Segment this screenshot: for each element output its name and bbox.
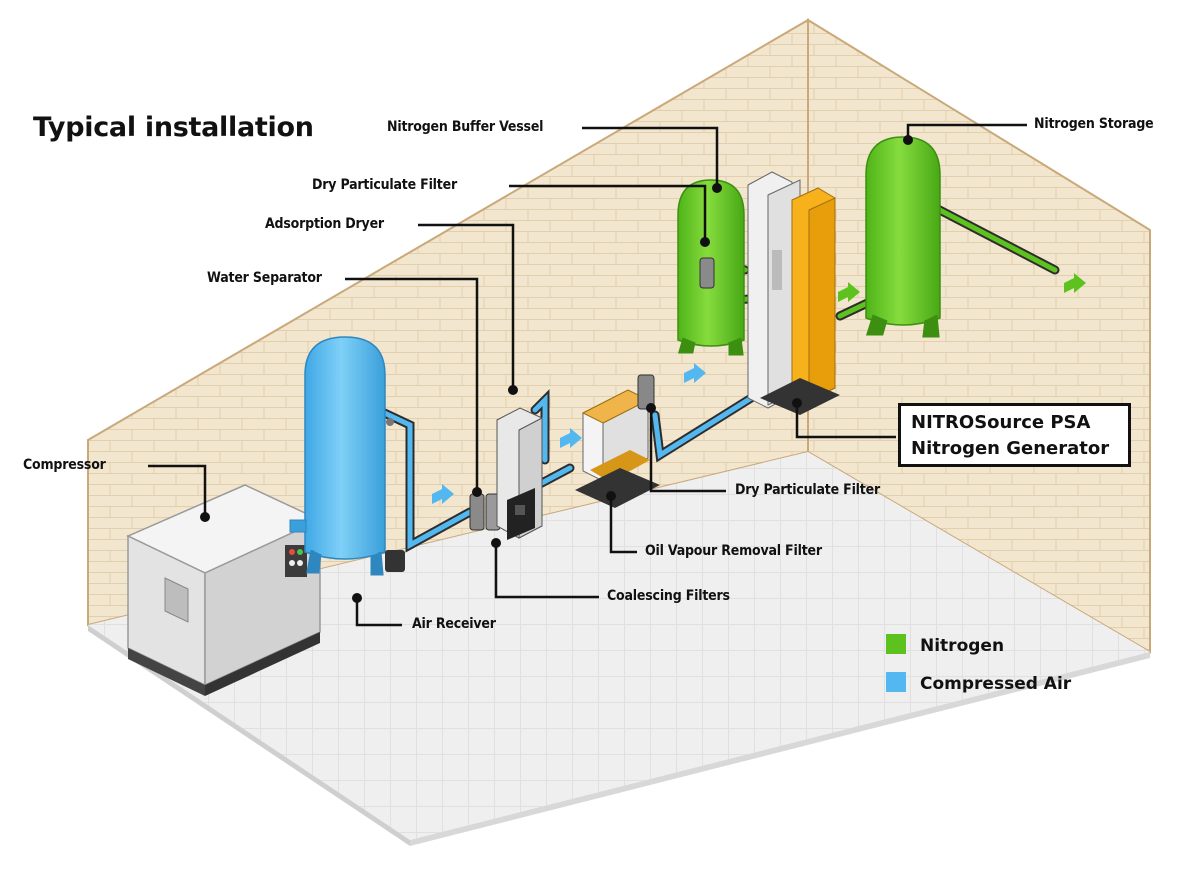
label-coalescing-filters: Coalescing Filters: [607, 588, 730, 604]
floor-edge: [88, 625, 410, 846]
label-oil-vapour-removal-filter: Oil Vapour Removal Filter: [645, 543, 822, 559]
nitrogen-storage-tank: [865, 136, 941, 338]
air-receiver-tank: [289, 336, 405, 576]
floor: [88, 452, 1150, 840]
label-adsorption-dryer: Adsorption Dryer: [265, 216, 384, 232]
generator-label-line2: Nitrogen Generator: [911, 438, 1110, 459]
label-compressor: Compressor: [23, 457, 106, 473]
generator-label-line1: NITROSource PSA: [911, 412, 1091, 433]
nitrosource-generator: [747, 171, 840, 415]
floor-edge-right: [410, 652, 1150, 846]
generator-label-box: NITROSource PSA Nitrogen Generator: [898, 403, 1131, 467]
legend-label-nitrogen: Nitrogen: [920, 636, 1005, 656]
label-water-separator: Water Separator: [207, 270, 322, 286]
page-title: Typical installation: [33, 112, 314, 143]
leader-dots: [200, 135, 913, 603]
leader-lines: [148, 123, 1027, 627]
air-flow-arrow: [432, 484, 454, 504]
legend-item-nitrogen: Nitrogen: [886, 634, 1004, 656]
legend-label-compressed-air: Compressed Air: [920, 674, 1072, 694]
air-flow-arrow: [684, 363, 706, 383]
legend-swatch-nitrogen: [886, 634, 906, 654]
compressor: [126, 484, 322, 696]
adsorption-dryer: [496, 407, 543, 540]
air-flow-arrow: [560, 428, 582, 448]
label-nitrogen-buffer-vessel: Nitrogen Buffer Vessel: [387, 119, 544, 135]
nitrogen-flow-arrow: [1064, 273, 1086, 293]
nitrogen-buffer-vessel: [677, 179, 745, 356]
label-nitrogen-storage: Nitrogen Storage: [1034, 116, 1154, 132]
label-dry-particulate-filter-bottom: Dry Particulate Filter: [735, 482, 880, 498]
legend-swatch-compressed-air: [886, 672, 906, 692]
flow-arrows: [432, 273, 1086, 504]
label-dry-particulate-filter-top: Dry Particulate Filter: [312, 177, 457, 193]
oil-vapour-removal-filter: [575, 374, 660, 508]
legend-item-compressed-air: Compressed Air: [886, 672, 1071, 694]
nitrogen-flow-arrow: [838, 282, 860, 302]
label-air-receiver: Air Receiver: [412, 616, 496, 632]
